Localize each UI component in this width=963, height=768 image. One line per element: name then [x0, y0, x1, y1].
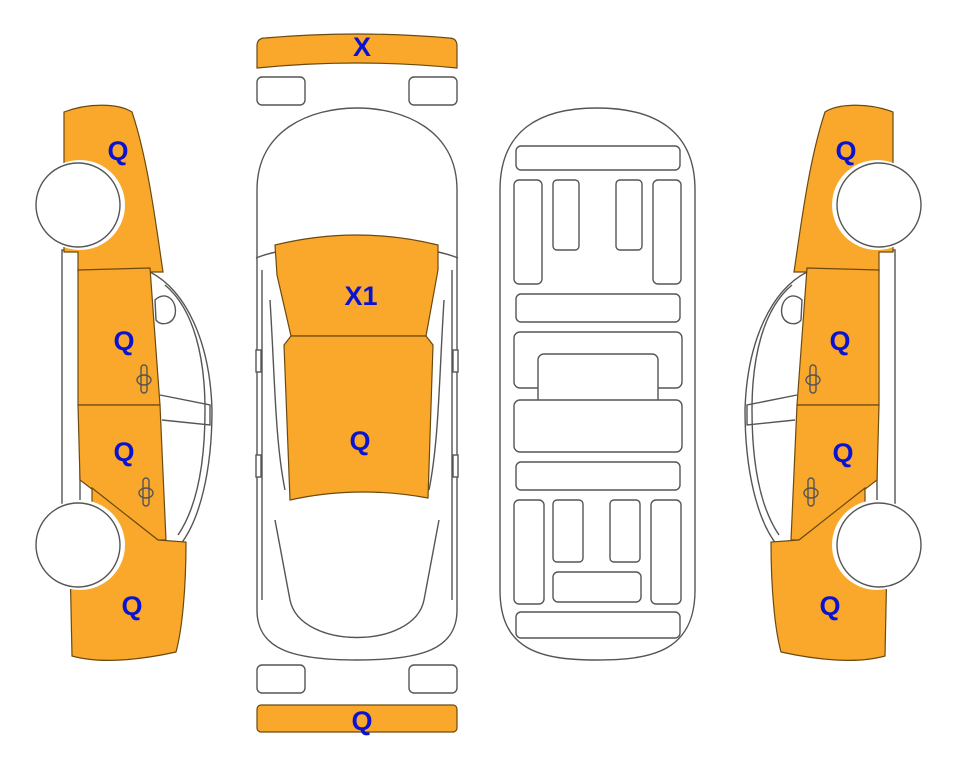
underside-view — [499, 107, 696, 661]
windshield-panel — [274, 234, 439, 337]
right-front-fender-label: Q — [835, 136, 856, 166]
front-bumper-label: X — [353, 32, 371, 62]
front-bumper-panel — [256, 33, 458, 69]
rear-bumper-label: Q — [351, 706, 372, 736]
left-rear-quarter-label: Q — [121, 591, 142, 621]
right-side-view: Q Q Q Q — [744, 104, 923, 662]
roof-label: Q — [349, 426, 370, 456]
left-rear-door-label: Q — [113, 437, 134, 467]
windshield-label: X1 — [344, 281, 377, 311]
left-side-view: Q Q Q Q — [34, 104, 213, 662]
roof-panel — [283, 335, 434, 501]
top-view: X X1 Q Q — [255, 32, 459, 736]
right-rear-quarter-label: Q — [819, 591, 840, 621]
right-rear-door-label: Q — [832, 438, 853, 468]
left-front-door-label: Q — [113, 326, 134, 356]
rear-bumper-panel — [256, 704, 458, 733]
left-front-fender-label: Q — [107, 136, 128, 166]
right-front-door-label: Q — [829, 326, 850, 356]
